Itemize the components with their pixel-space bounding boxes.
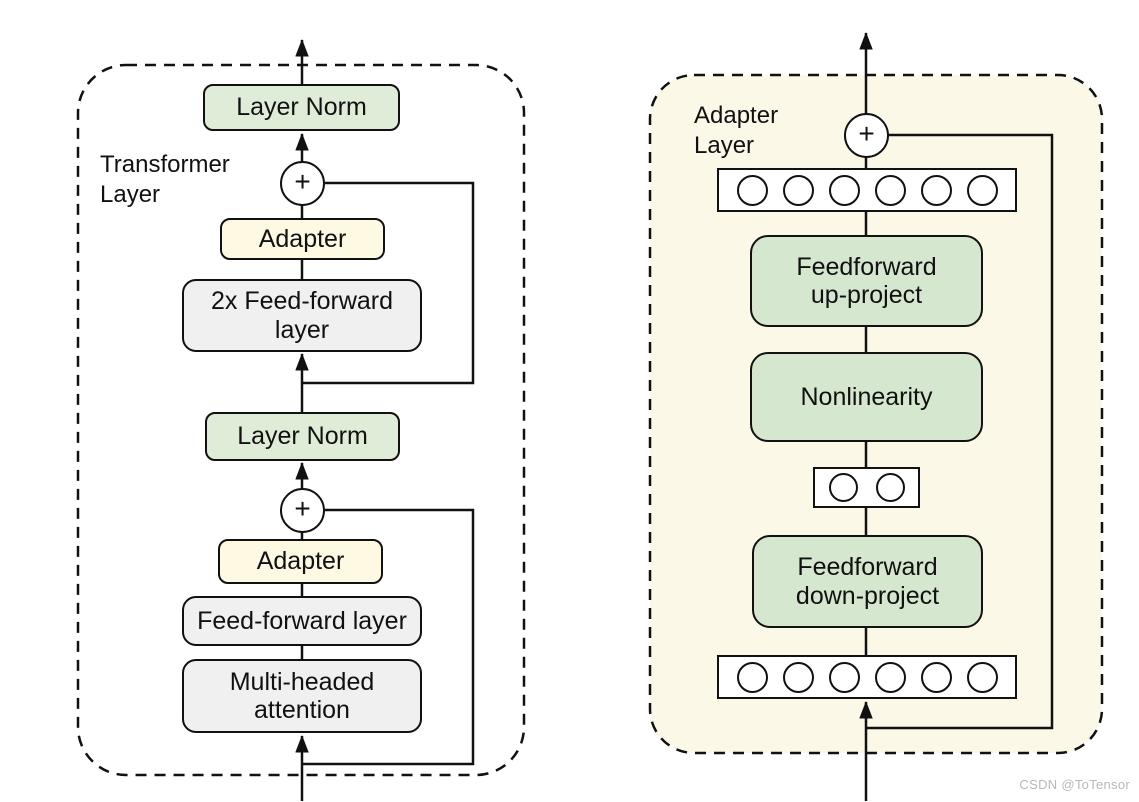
bottleneck-row <box>813 467 920 508</box>
feedforward-up-project-box: Feedforward up-project <box>750 235 983 327</box>
feature-circle <box>874 661 906 693</box>
plus-node-adapter: + <box>844 113 889 158</box>
feature-row-top <box>717 168 1017 212</box>
feature-circle <box>874 174 906 206</box>
layer-norm-bottom-box: Layer Norm <box>205 412 400 461</box>
multi-headed-attention-box: Multi-headed attention <box>182 659 422 733</box>
adapter-top-box: Adapter <box>220 218 385 260</box>
adapter-panel-label: Adapter Layer <box>694 102 779 159</box>
feature-circle <box>920 661 952 693</box>
feature-circle <box>828 174 860 206</box>
plus-node-upper: + <box>280 161 325 206</box>
feedforward-down-project-box: Feedforward down-project <box>752 535 983 628</box>
feature-circle <box>966 174 998 206</box>
adapter-bottom-box: Adapter <box>218 539 383 584</box>
nonlinearity-box: Nonlinearity <box>750 352 983 442</box>
feature-circle <box>828 473 858 502</box>
plus-node-lower: + <box>280 488 325 533</box>
feature-circle <box>966 661 998 693</box>
skip-connection-lower <box>302 508 475 766</box>
feature-circle <box>875 473 905 502</box>
feature-circle <box>736 661 768 693</box>
feature-circle <box>782 174 814 206</box>
feature-circle <box>828 661 860 693</box>
skip-connection-upper <box>302 181 475 385</box>
feature-row-bottom <box>717 655 1017 699</box>
transformer-panel-label: Transformer Layer <box>100 151 230 208</box>
feature-circle <box>736 174 768 206</box>
feed-forward-box: Feed-forward layer <box>182 596 422 646</box>
feature-circle <box>920 174 952 206</box>
adapter-skip-connection <box>866 133 1054 730</box>
csdn-watermark: CSDN @ToTensor <box>1019 777 1130 792</box>
feature-circle <box>782 661 814 693</box>
feed-forward-2x-box: 2x Feed-forward layer <box>182 279 422 352</box>
layer-norm-top-box: Layer Norm <box>203 84 400 131</box>
